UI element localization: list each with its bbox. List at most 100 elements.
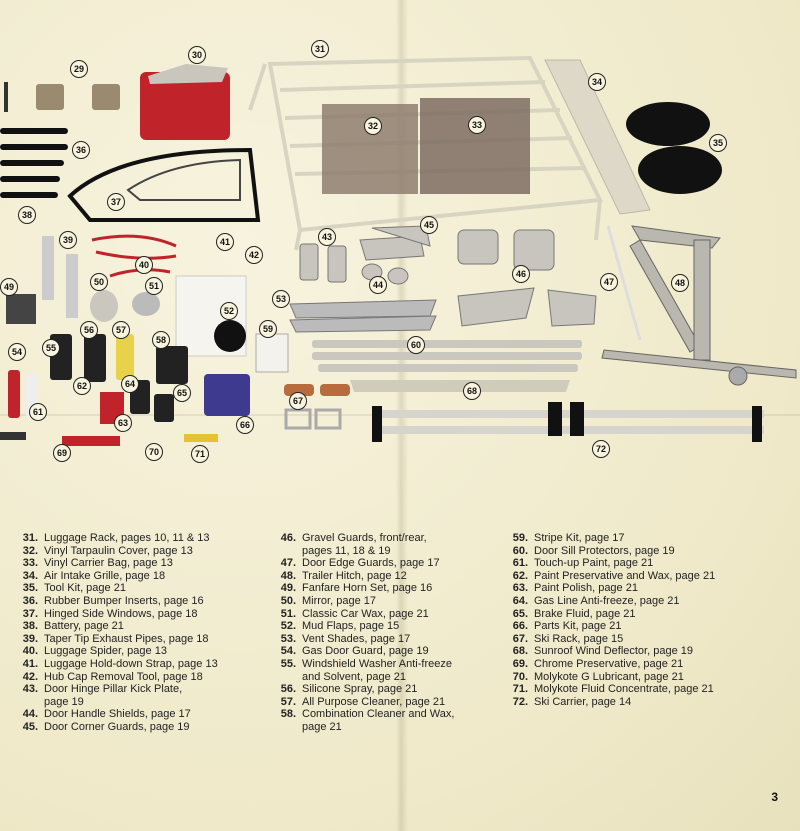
ski-rack bbox=[284, 384, 350, 430]
callout-42: 42 bbox=[245, 246, 263, 264]
callout-49: 49 bbox=[0, 278, 18, 296]
chrome-trim-pieces bbox=[299, 225, 597, 327]
legend-item-53: 53.Vent Shades, page 17 bbox=[280, 632, 411, 645]
callout-31: 31 bbox=[311, 40, 329, 58]
luggage-spider bbox=[91, 234, 177, 278]
callout-60: 60 bbox=[407, 336, 425, 354]
ski-carrier bbox=[372, 402, 764, 442]
legend-column-3: 59.Stripe Kit, page 17 60.Door Sill Prot… bbox=[508, 532, 768, 708]
legend-item-71: 71.Molykote Fluid Concentrate, page 21 bbox=[512, 683, 714, 696]
callout-51: 51 bbox=[145, 277, 163, 295]
callout-44: 44 bbox=[369, 276, 387, 294]
vent-shade-1 bbox=[289, 299, 437, 319]
callout-64: 64 bbox=[121, 375, 139, 393]
callout-35: 35 bbox=[709, 134, 727, 152]
legend-item-62: 62.Paint Preservative and Wax, page 21 bbox=[512, 569, 716, 582]
door-sill-protectors bbox=[312, 340, 582, 372]
callout-68: 68 bbox=[463, 382, 481, 400]
callout-33: 33 bbox=[468, 116, 486, 134]
accessories-photo bbox=[0, 55, 797, 446]
air-intake-grille bbox=[544, 59, 651, 215]
legend-item-48: 48.Trailer Hitch, page 12 bbox=[280, 569, 407, 582]
legend-item-70: 70.Molykote G Lubricant, page 21 bbox=[512, 670, 684, 683]
legend-item-58-cont: page 21 bbox=[302, 720, 342, 733]
legend-item-57: 57.All Purpose Cleaner, page 21 bbox=[280, 695, 446, 708]
callout-40: 40 bbox=[135, 256, 153, 274]
callout-52: 52 bbox=[220, 302, 238, 320]
legend-item-46-cont: pages 11, 18 & 19 bbox=[302, 544, 391, 557]
legend-item-55-cont: and Solvent, page 21 bbox=[302, 670, 406, 683]
callout-29: 29 bbox=[70, 60, 88, 78]
door-edge-guards bbox=[606, 225, 642, 341]
callout-61: 61 bbox=[29, 403, 47, 421]
legend-item-45: 45.Door Corner Guards, page 19 bbox=[22, 720, 190, 733]
hood-latches bbox=[4, 82, 120, 112]
legend-item-65: 65.Brake Fluid, page 21 bbox=[512, 607, 636, 620]
legend-item-54: 54.Gas Door Guard, page 19 bbox=[280, 645, 429, 658]
exhaust-tip-1 bbox=[42, 236, 54, 300]
trailer-hitch bbox=[601, 225, 797, 386]
legend-item-46: 46.Gravel Guards, front/rear, bbox=[280, 532, 427, 544]
vent-shade-2 bbox=[289, 315, 437, 333]
legend-item-41: 41.Luggage Hold-down Strap, page 13 bbox=[22, 657, 218, 670]
legend-column-1: 31.Luggage Rack, pages 10, 11 & 13 32.Vi… bbox=[18, 532, 268, 734]
callout-55: 55 bbox=[42, 339, 60, 357]
legend-item-31: 31.Luggage Rack, pages 10, 11 & 13 bbox=[22, 532, 210, 544]
callout-50: 50 bbox=[90, 273, 108, 291]
legend-item-32: 32.Vinyl Tarpaulin Cover, page 13 bbox=[22, 544, 193, 557]
callout-39: 39 bbox=[59, 231, 77, 249]
exhaust-tip-2 bbox=[66, 254, 78, 318]
hinged-side-windows bbox=[67, 147, 261, 222]
legend-item-61: 61.Touch-up Paint, page 21 bbox=[512, 557, 654, 570]
callout-69: 69 bbox=[53, 444, 71, 462]
callout-62: 62 bbox=[73, 377, 91, 395]
callout-43: 43 bbox=[318, 228, 336, 246]
page-number: 3 bbox=[771, 790, 778, 804]
callout-66: 66 bbox=[236, 416, 254, 434]
legend-item-43-cont: page 19 bbox=[44, 695, 84, 708]
callout-41: 41 bbox=[216, 233, 234, 251]
callout-63: 63 bbox=[114, 414, 132, 432]
callout-38: 38 bbox=[18, 206, 36, 224]
callout-34: 34 bbox=[588, 73, 606, 91]
callout-54: 54 bbox=[8, 343, 26, 361]
callout-65: 65 bbox=[173, 384, 191, 402]
callout-46: 46 bbox=[512, 265, 530, 283]
callout-53: 53 bbox=[272, 290, 290, 308]
tool-kit-top bbox=[626, 102, 710, 146]
legend-item-64: 64.Gas Line Anti-freeze, page 21 bbox=[512, 594, 680, 607]
legend-item-43: 43.Door Hinge Pillar Kick Plate, bbox=[22, 683, 183, 696]
gas-can bbox=[140, 64, 230, 140]
legend-item-47: 47.Door Edge Guards, page 17 bbox=[280, 557, 440, 570]
callout-59: 59 bbox=[259, 320, 277, 338]
callout-58: 58 bbox=[152, 331, 170, 349]
legend-item-35: 35.Tool Kit, page 21 bbox=[22, 582, 126, 595]
legend-item-40: 40.Luggage Spider, page 13 bbox=[22, 645, 167, 658]
legend-item-68: 68.Sunroof Wind Deflector, page 19 bbox=[512, 645, 693, 658]
sunroof-wind-deflector bbox=[350, 380, 570, 392]
legend-item-55: 55.Windshield Washer Anti-freeze bbox=[280, 657, 452, 670]
legend-item-37: 37.Hinged Side Windows, page 18 bbox=[22, 607, 198, 620]
legend-item-69: 69.Chrome Preservative, page 21 bbox=[512, 657, 684, 670]
legend-item-51: 51.Classic Car Wax, page 21 bbox=[280, 607, 429, 620]
callout-70: 70 bbox=[145, 443, 163, 461]
legend-item-36: 36.Rubber Bumper Inserts, page 16 bbox=[22, 594, 204, 607]
legend-item-44: 44.Door Handle Shields, page 17 bbox=[22, 708, 191, 721]
callout-56: 56 bbox=[80, 321, 98, 339]
callout-37: 37 bbox=[107, 193, 125, 211]
legend-item-63: 63.Paint Polish, page 21 bbox=[512, 582, 638, 595]
callout-36: 36 bbox=[72, 141, 90, 159]
legend-item-39: 39.Taper Tip Exhaust Pipes, page 18 bbox=[22, 632, 209, 645]
legend-item-56: 56.Silicone Spray, page 21 bbox=[280, 683, 418, 696]
callout-67: 67 bbox=[289, 392, 307, 410]
callout-71: 71 bbox=[191, 445, 209, 463]
tool-kit-bottom bbox=[638, 146, 722, 194]
legend-item-58: 58.Combination Cleaner and Wax, bbox=[280, 708, 455, 721]
vinyl-carrier-bag bbox=[420, 98, 530, 194]
legend-item-67: 67.Ski Rack, page 15 bbox=[512, 632, 624, 645]
legend-item-66: 66.Parts Kit, page 21 bbox=[512, 620, 622, 633]
callout-32: 32 bbox=[364, 117, 382, 135]
legend-item-38: 38.Battery, page 21 bbox=[22, 620, 124, 633]
rubber-bumper-inserts bbox=[0, 128, 68, 198]
